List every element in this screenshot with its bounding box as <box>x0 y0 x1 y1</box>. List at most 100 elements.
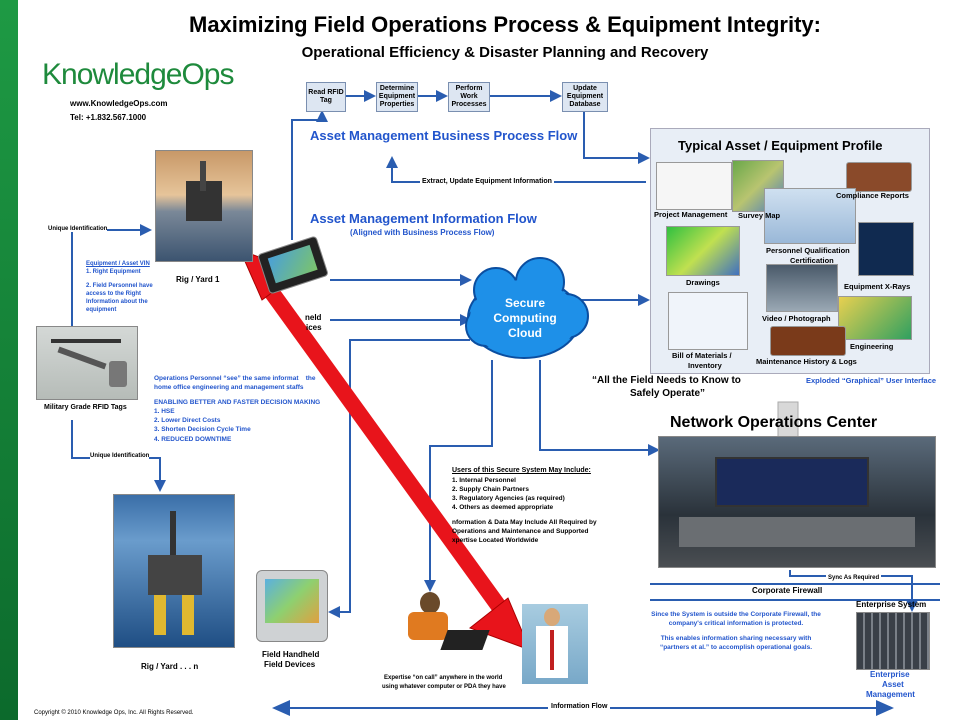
profile-engineering-label: Engineering <box>850 342 894 351</box>
asset-business-flow-heading: Asset Management Business Process Flow <box>310 128 578 143</box>
info-flow-left-arrowhead <box>272 700 290 716</box>
operations-item-hse: 1. HSE <box>154 408 175 416</box>
company-logo: KnowledgeOps <box>42 58 234 91</box>
firewall-text-line4: “partners et al.” to accomplish operatio… <box>659 644 813 652</box>
rig-yard-1-label: Rig / Yard 1 <box>176 275 220 284</box>
field-needs-label: “All the Field Needs to Know to <box>592 375 741 386</box>
users-item-1: 1. Internal Personnel <box>452 476 516 484</box>
operations-line1: Operations Personnel “see” the same info… <box>154 375 299 382</box>
handheld-label-top-2: ices <box>306 323 322 332</box>
users-heading: Users of this Secure System May Include: <box>452 467 591 474</box>
profile-video-label: Video / Photograph <box>762 314 831 323</box>
process-step-perform: Perform Work Processes <box>448 82 490 112</box>
profile-maintenance-label: Maintenance History & Logs <box>756 357 857 366</box>
profile-bom-label: Bill of Materials / <box>672 351 732 360</box>
field-devices-label-2: Field Devices <box>264 660 316 669</box>
rig-yard-n-photo <box>113 494 235 648</box>
information-flow-label: Information Flow <box>548 703 611 710</box>
profile-drawings-label: Drawings <box>686 278 720 287</box>
equipment-vin-heading: Equipment / Asset VIN <box>86 261 150 267</box>
rig-yard-n-label: Rig / Yard . . . n <box>141 662 199 671</box>
unique-identification-top: Unique Identification <box>48 226 108 232</box>
page-title: Maximizing Field Operations Process & Eq… <box>189 12 821 37</box>
video-photograph-thumb <box>766 264 838 312</box>
company-website: www.KnowledgeOps.com <box>70 99 168 108</box>
exploded-gui-label: Exploded “Graphical” User Interface <box>806 376 937 385</box>
users-info-1: nformation & Data May Include All Requir… <box>452 519 597 527</box>
profile-qualification-label-2: Certification <box>790 256 834 265</box>
left-green-bar <box>0 0 18 720</box>
company-tel: Tel: +1.832.567.1000 <box>70 113 147 122</box>
equipment-vin-line1: 1. Right Equipment <box>86 269 141 276</box>
asset-info-flow-heading: Asset Management Information Flow <box>310 211 537 226</box>
rfid-tags-label: Military Grade RFID Tags <box>44 404 127 411</box>
operations-line2: home office engineering and management s… <box>154 384 304 392</box>
noc-heading: Network Operations Center <box>670 414 878 431</box>
expertise-label-2: using whatever computer or PDA they have <box>382 684 506 690</box>
operations-line1b: the <box>305 375 316 382</box>
operations-item-costs: 2. Lower Direct Costs <box>154 417 221 425</box>
firewall-text-line2: company's critical information is protec… <box>668 620 804 628</box>
operations-heading: ENABLING BETTER AND FASTER DECISION MAKI… <box>154 399 321 407</box>
users-item-4: 4. Others as deemed appropriate <box>452 504 554 512</box>
enterprise-servers-photo <box>856 612 930 670</box>
process-step-determine: Determine Equipment Properties <box>376 82 418 112</box>
expertise-label: Expertise “on call” anywhere in the worl… <box>384 675 503 681</box>
personnel-thumb <box>764 188 856 244</box>
equipment-vin-line5: equipment <box>86 307 117 314</box>
enterprise-asset-label-2: Asset <box>882 680 904 689</box>
firewall-text-line3: This enables information sharing necessa… <box>660 635 812 643</box>
enterprise-asset-label: Enterprise <box>870 670 910 679</box>
maintenance-logs-thumb <box>770 326 846 356</box>
equipment-vin-line4: Information about the <box>86 299 148 306</box>
compliance-reports-thumb <box>846 162 912 192</box>
users-item-3: 3. Regulatory Agencies (as required) <box>452 494 565 502</box>
process-step-read-rfid: Read RFID Tag <box>306 82 346 112</box>
drawings-thumb <box>666 226 740 276</box>
profile-qualification-label: Personnel Qualification <box>766 246 850 255</box>
profile-compliance-label: Compliance Reports <box>836 191 909 200</box>
asset-info-flow-sub: (Aligned with Business Process Flow) <box>350 228 495 237</box>
users-item-2: 2. Supply Chain Partners <box>452 485 529 493</box>
process-step-update: Update Equipment Database <box>562 82 608 112</box>
rfid-tags-photo <box>36 326 138 400</box>
users-info-2: Operations and Maintenance and Supported <box>452 528 589 536</box>
field-devices-label: Field Handheld <box>262 650 320 659</box>
field-handheld-device <box>256 570 328 642</box>
profile-xrays-label: Equipment X-Rays <box>844 282 911 291</box>
rig-yard-1-photo <box>155 150 253 262</box>
enterprise-system-label: Enterprise System <box>856 600 927 609</box>
expert-laptop-figure <box>404 590 490 656</box>
profile-survey-label: Survey Map <box>738 211 781 220</box>
field-needs-label-2: Safely Operate” <box>630 388 706 399</box>
unique-identification-bottom: Unique Identification <box>90 453 150 459</box>
info-flow-right-arrowhead <box>876 700 894 716</box>
engineering-thumb <box>838 296 912 340</box>
users-info-3: xpertise Located Worldwide <box>452 537 539 545</box>
copyright: Copyright © 2010 Knowledge Ops, Inc. All… <box>34 710 194 716</box>
bill-of-materials-thumb <box>668 292 748 350</box>
equipment-vin-block: Equipment / Asset VIN 1. Right Equipment… <box>86 260 166 315</box>
equipment-xrays-thumb <box>858 222 914 276</box>
page-subtitle: Operational Efficiency & Disaster Planni… <box>301 44 709 61</box>
cloud-label: Secure Computing Cloud <box>493 296 557 340</box>
users-block: Users of this Secure System May Include:… <box>452 466 632 545</box>
equipment-vin-line2: 2. Field Personnel have <box>86 283 153 290</box>
operations-block: Operations Personnel “see” the same info… <box>154 374 354 444</box>
asset-profile-title: Typical Asset / Equipment Profile <box>678 138 883 153</box>
expert-pda-figure <box>522 604 588 684</box>
enterprise-asset-label-3: Management <box>866 690 915 699</box>
corporate-firewall-label: Corporate Firewall <box>752 586 823 595</box>
noc-photo <box>658 436 936 568</box>
sync-label: Sync As Required <box>826 575 882 581</box>
firewall-text-line1: Since the System is outside the Corporat… <box>651 611 821 618</box>
profile-bom-label-2: Inventory <box>688 361 722 370</box>
extract-update-label: Extract, Update Equipment Information <box>420 178 554 185</box>
operations-item-downtime: 4. REDUCED DOWNTIME <box>154 435 232 443</box>
equipment-vin-line3: access to the Right <box>86 291 142 298</box>
firewall-text-block: Since the System is outside the Corporat… <box>636 610 836 652</box>
secure-computing-cloud <box>465 257 589 359</box>
handheld-label-top: neld <box>305 313 322 322</box>
operations-item-cycle: 3. Shorten Decision Cycle Time <box>154 426 251 434</box>
